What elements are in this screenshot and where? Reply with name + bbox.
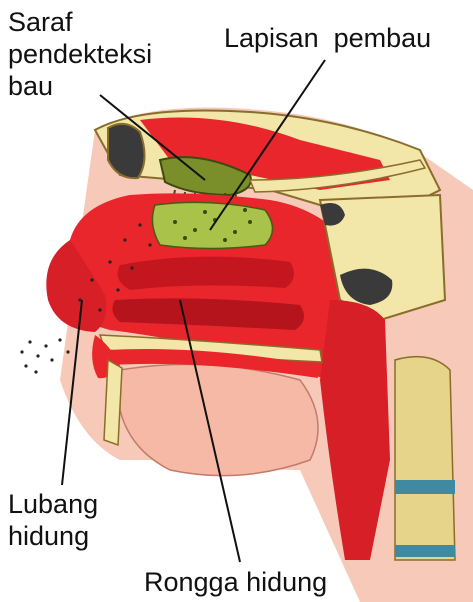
teeth (104, 360, 122, 445)
spine (395, 357, 455, 560)
label-saraf-line-2: pendekteksi (8, 38, 152, 70)
label-saraf-pendeteksi-bau: Saraf pendekteksi bau (8, 6, 152, 102)
label-saraf-line-3: bau (8, 70, 152, 102)
label-saraf-line-1: Saraf (8, 6, 152, 38)
label-lubang-hidung: Lubang hidung (8, 488, 98, 552)
spinal-disc-1 (395, 480, 455, 494)
label-lubang-line-2: hidung (8, 520, 98, 552)
label-rongga-hidung: Rongga hidung (144, 566, 327, 598)
label-lubang-line-1: Lubang (8, 488, 98, 520)
middle-turbinate (118, 257, 294, 290)
spinal-disc-2 (395, 545, 455, 557)
label-lapisan-pembau: Lapisan pembau (224, 22, 431, 54)
